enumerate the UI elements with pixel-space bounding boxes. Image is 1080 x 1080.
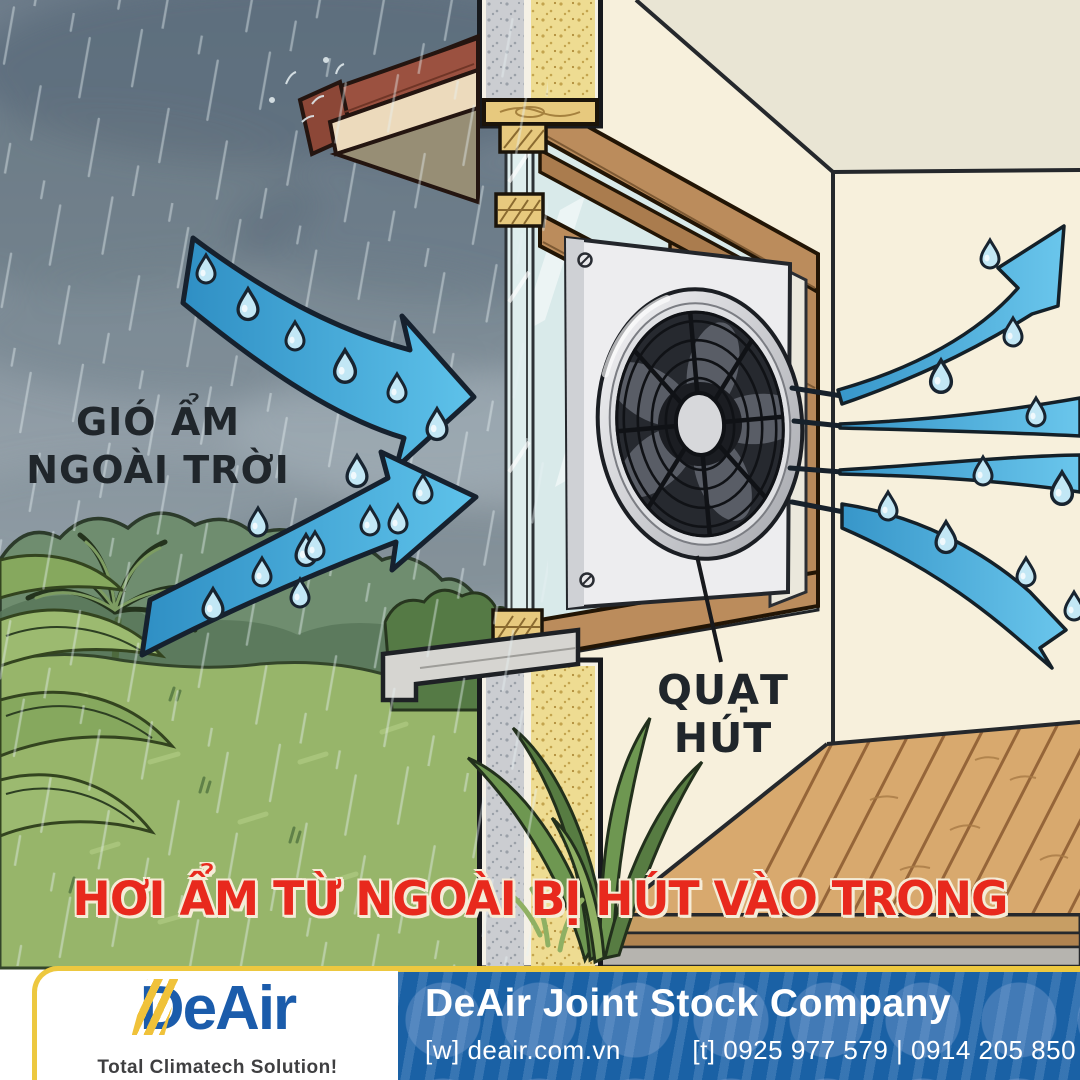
indoor-airflow [787,224,1080,670]
airflow-stream-4 [840,502,1068,670]
exhaust-fan [595,287,805,561]
fan-pointer-line [695,555,723,663]
contact-row: [w] deair.com.vn [t] 0925 977 579 | 0914… [425,1035,1080,1066]
fan-label: QUẠT HÚT [657,666,789,762]
screw-icon [577,252,595,588]
outdoor-wind-label: GIÓ ẨM NGOÀI TRỜI [0,398,316,494]
airflow-stream-1 [836,224,1066,406]
footer-contact-panel: DeAir Joint Stock Company [w] deair.com.… [395,966,1080,1080]
brand-tagline: Total Climatech Solution! [97,1057,338,1078]
website-url: deair.com.vn [467,1035,621,1065]
outdoor-airflow [139,235,479,658]
phone-numbers: 0925 977 579 | 0914 205 850 [723,1035,1077,1065]
deair-logo: DeAir [131,978,297,1055]
rain [0,0,548,966]
ceiling [636,0,1080,172]
phone-tag: [t] [692,1035,716,1065]
outdoor-wind-label-line1: GIÓ ẨM [75,400,241,444]
footer-brand-card: DeAir Total Climatech Solution! [32,966,398,1080]
company-name: DeAir Joint Stock Company [425,982,952,1025]
airflow-stream-3 [838,453,1080,494]
wood-floor [586,720,1080,968]
deair-logo-text: DeAir [139,974,297,1043]
website-tag: [w] [425,1035,460,1065]
banner-text: HƠI ẨM TỪ NGOÀI BỊ HÚT VÀO TRONG [72,872,1009,927]
airflow-stream-2 [838,396,1080,438]
outdoor-wind-label-line2: NGOÀI TRỜI [26,448,290,492]
fan-hub [673,391,727,457]
